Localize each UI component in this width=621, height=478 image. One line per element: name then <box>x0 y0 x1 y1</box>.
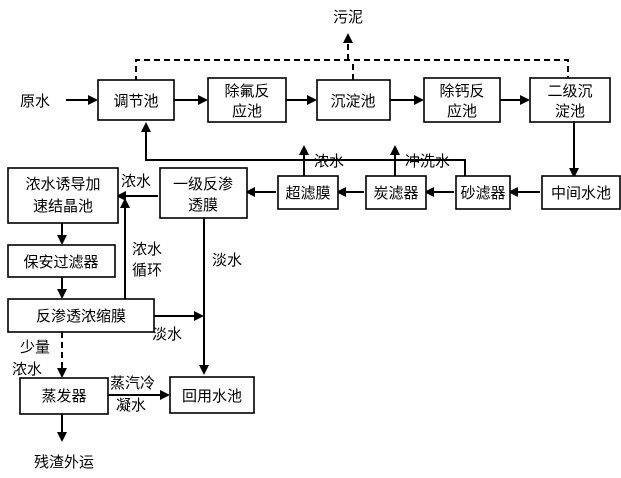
label-decalcification-line2: 应池 <box>447 102 477 120</box>
box-ro1 <box>159 167 248 219</box>
label-ultrafiltration: 超滤膜 <box>285 184 330 202</box>
label-residue: 残渣外运 <box>34 453 94 471</box>
label-backwash: 冲洗水 <box>405 152 450 170</box>
box-sand-filter <box>455 175 511 210</box>
label-secondary-line1: 二级沉 <box>547 82 592 100</box>
box-ro-concentrate <box>7 298 155 333</box>
label-regulating-tank: 调节池 <box>113 92 158 110</box>
label-raw-water: 原水 <box>20 92 50 110</box>
label-secondary-line2: 淀池 <box>555 102 585 120</box>
label-crystallizer-line1: 浓水诱导加 <box>25 175 100 193</box>
label-recycle-line2: 循环 <box>132 261 162 279</box>
label-crystallizer-line2: 速结晶池 <box>33 197 93 215</box>
label-decalcification-line1: 除钙反 <box>439 82 484 100</box>
box-reuse-tank <box>169 376 255 414</box>
box-crystallizer <box>7 167 119 224</box>
return-backwash-line <box>141 122 466 176</box>
label-evaporator: 蒸发器 <box>41 387 86 405</box>
label-uf-concentrate: 浓水 <box>314 152 344 170</box>
box-sedimentation <box>316 79 391 121</box>
box-decalcification <box>423 77 501 123</box>
box-security-filter <box>7 244 116 278</box>
label-sedimentation: 沉淀池 <box>330 92 375 110</box>
label-sand-filter: 砂滤器 <box>460 184 505 202</box>
label-defluorination-line1: 除氟反 <box>224 82 269 100</box>
box-ultrafiltration <box>277 175 339 210</box>
label-small-amount: 少量 <box>20 338 50 356</box>
label-ro1-line1: 一级反渗 <box>173 175 233 193</box>
sludge-collection-line <box>135 59 569 82</box>
box-secondary-settling <box>529 77 611 123</box>
label-carbon-filter: 炭滤器 <box>373 184 418 202</box>
box-carbon-filter <box>365 175 427 210</box>
box-evaporator <box>19 377 109 415</box>
label-ro-concentrate: 反渗透浓缩膜 <box>36 307 126 325</box>
label-sludge: 污泥 <box>333 8 363 26</box>
label-steam-condensate-line2: 凝水 <box>116 396 146 414</box>
box-regulating-tank <box>97 79 175 121</box>
label-recycle-line1: 浓水 <box>132 240 162 258</box>
label-ro1-line2: 透膜 <box>188 196 218 214</box>
label-reuse-tank: 回用水池 <box>182 387 242 405</box>
label-ro1-permeate: 淡水 <box>212 251 242 269</box>
label-roc-permeate: 淡水 <box>152 325 182 343</box>
label-defluorination-line2: 应池 <box>232 102 262 120</box>
label-steam-condensate-line1: 蒸汽冷 <box>110 374 155 392</box>
box-intermediate-tank <box>541 175 621 210</box>
label-security-filter: 保安过滤器 <box>23 253 98 271</box>
label-small-concentrate: 浓水 <box>12 360 42 378</box>
label-intermediate-tank: 中间水池 <box>551 184 611 202</box>
box-defluorination <box>207 77 287 123</box>
label-ro1-concentrate: 浓水 <box>121 172 151 190</box>
